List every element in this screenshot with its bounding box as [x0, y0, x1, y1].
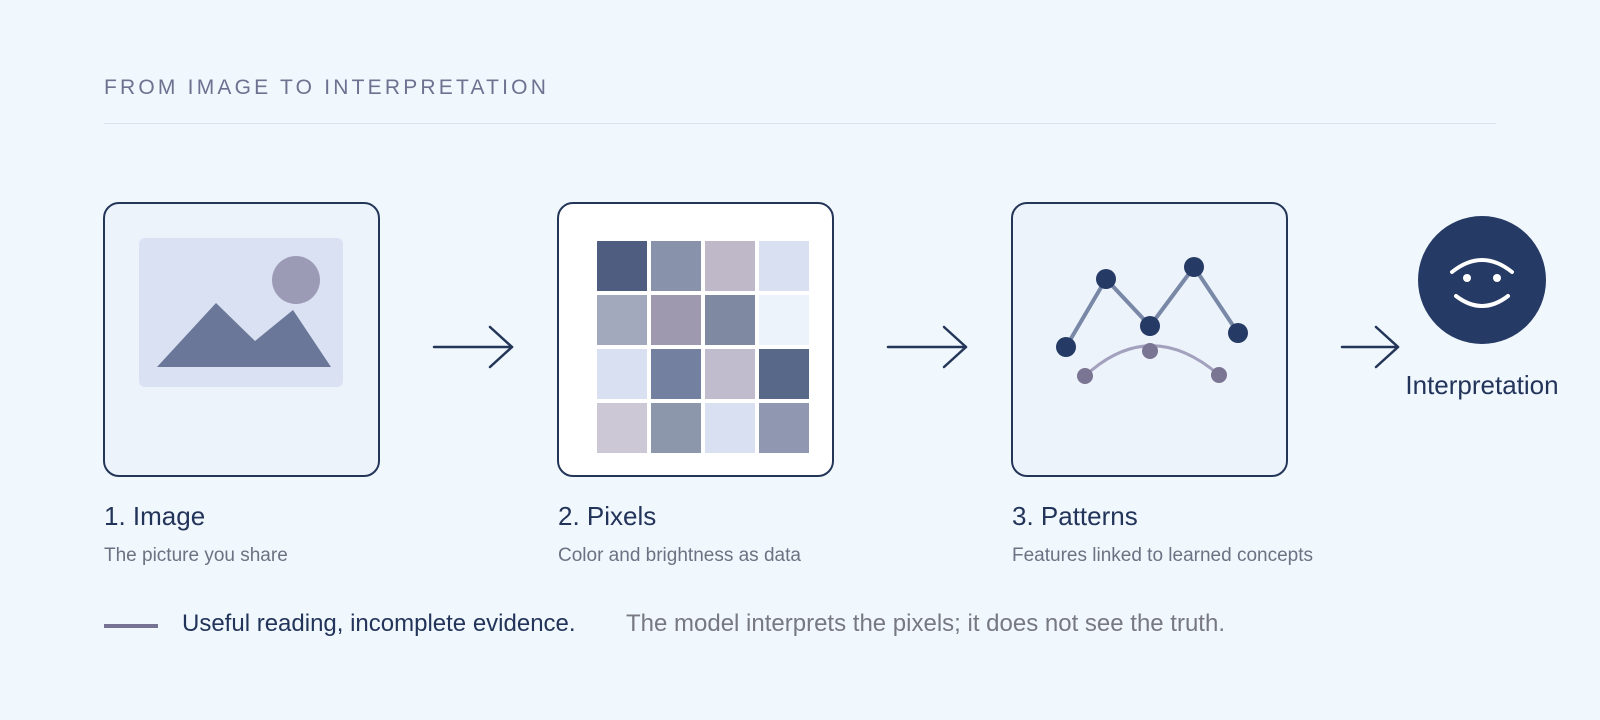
- pixel-grid-icon: [597, 241, 809, 453]
- step-title-pixels: 2. Pixels: [558, 501, 657, 531]
- step-title-image: 1. Image: [104, 501, 206, 531]
- legend-line: [104, 624, 158, 628]
- arrow-right-icon: [886, 325, 968, 369]
- patterns-card: [1011, 202, 1288, 477]
- image-card: [103, 202, 380, 477]
- face-icon: [1450, 258, 1514, 308]
- arrow-right-icon: [1340, 325, 1400, 369]
- pixel-cell: [759, 403, 809, 453]
- pixels-card: [557, 202, 834, 477]
- pixel-cell: [651, 241, 701, 291]
- pixel-cell: [651, 295, 701, 345]
- image-placeholder-icon: [139, 238, 343, 387]
- pixel-cell: [705, 349, 755, 399]
- pixel-cell: [651, 349, 701, 399]
- pixel-cell: [651, 403, 701, 453]
- step-subtitle-pixels: Color and brightness as data: [558, 545, 801, 566]
- arrow-right-icon: [432, 325, 514, 369]
- pixel-cell: [705, 295, 755, 345]
- pixel-cell: [597, 295, 647, 345]
- pixel-cell: [597, 403, 647, 453]
- footer-emphasis: Useful reading, incomplete evidence.: [182, 610, 576, 637]
- step-title-patterns: 3. Patterns: [1012, 501, 1138, 531]
- pixel-cell: [705, 241, 755, 291]
- header-title: FROM IMAGE TO INTERPRETATION: [104, 76, 550, 99]
- pattern-network-icon: [1056, 257, 1248, 384]
- pixel-cell: [759, 349, 809, 399]
- footer-note: The model interprets the pixels; it does…: [626, 610, 1225, 637]
- interpretation-badge: [1418, 216, 1546, 344]
- step-subtitle-image: The picture you share: [104, 545, 288, 566]
- pixel-cell: [597, 241, 647, 291]
- pixel-cell: [759, 241, 809, 291]
- step-subtitle-patterns: Features linked to learned concepts: [1012, 545, 1314, 566]
- pixel-cell: [705, 403, 755, 453]
- interpretation-label: Interpretation: [1405, 370, 1559, 400]
- pixel-cell: [597, 349, 647, 399]
- pixel-cell: [759, 295, 809, 345]
- header-divider: [104, 123, 1496, 124]
